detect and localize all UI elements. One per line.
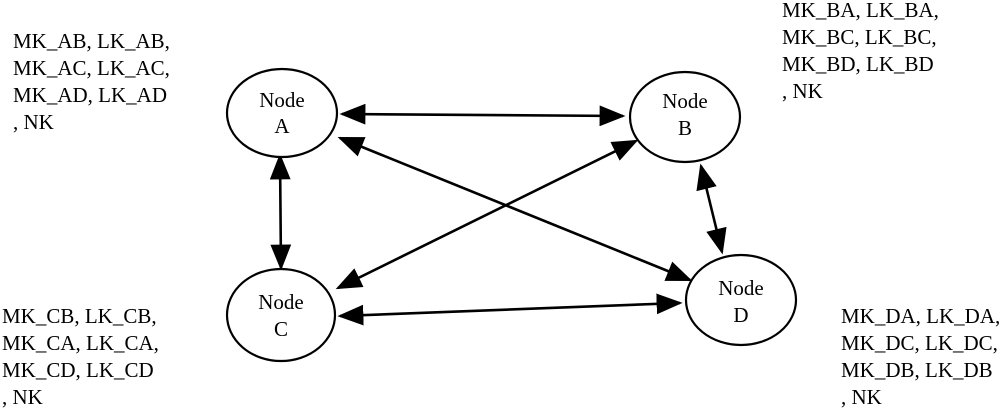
node-b-shape	[628, 70, 742, 164]
key-list-b-line: MK_BD, LK_BD	[782, 52, 934, 76]
node-d-label-line1: Node	[718, 276, 764, 300]
edge-c-d	[337, 293, 683, 326]
key-list-b-line: MK_BA, LK_BA,	[782, 0, 939, 22]
key-list-a-line: , NK	[13, 110, 54, 134]
node-d-label-line2: D	[733, 303, 748, 327]
key-list-b-line: MK_BC, LK_BC,	[782, 25, 937, 49]
node-a-label-line2: A	[274, 114, 290, 138]
node-a-shape	[225, 67, 339, 159]
node-b-label-line2: B	[678, 116, 692, 140]
key-list-d-line: , NK	[841, 385, 882, 409]
key-list-c-line: , NK	[2, 385, 43, 409]
key-list-c-line: MK_CA, LK_CA,	[2, 331, 159, 355]
node-c-label-line1: Node	[258, 290, 304, 314]
node-c-label-line2: C	[274, 317, 288, 341]
key-list-b: MK_BA, LK_BA, MK_BC, LK_BC, MK_BD, LK_BD…	[782, 0, 939, 103]
node-b: Node B	[628, 70, 742, 164]
key-list-c: MK_CB, LK_CB, MK_CA, LK_CA, MK_CD, LK_CD…	[2, 304, 159, 409]
edge-a-c	[269, 153, 292, 271]
edge-b-d	[696, 163, 727, 255]
edge-a-d	[337, 136, 693, 282]
key-list-a-line: MK_AB, LK_AB,	[13, 29, 170, 53]
node-a: Node A	[225, 67, 339, 159]
node-c: Node C	[225, 267, 337, 363]
key-list-d: MK_DA, LK_DA, MK_DC, LK_DC, MK_DB, LK_DB…	[841, 304, 1000, 409]
key-list-d-line: MK_DC, LK_DC,	[841, 331, 998, 355]
edge-a-b	[339, 103, 626, 127]
key-list-d-line: MK_DA, LK_DA,	[841, 304, 1000, 328]
node-d-shape	[684, 253, 798, 347]
edge-b-c	[335, 139, 639, 290]
key-list-a-line: MK_AC, LK_AC,	[13, 56, 170, 80]
node-d: Node D	[684, 253, 798, 347]
key-list-a: MK_AB, LK_AB, MK_AC, LK_AC, MK_AD, LK_AD…	[13, 29, 170, 134]
key-list-b-line: , NK	[782, 79, 823, 103]
key-list-a-line: MK_AD, LK_AD	[13, 83, 167, 107]
key-list-d-line: MK_DB, LK_DB	[841, 358, 993, 382]
key-list-c-line: MK_CB, LK_CB,	[2, 304, 157, 328]
key-list-c-line: MK_CD, LK_CD	[2, 358, 154, 382]
node-a-label-line1: Node	[259, 88, 305, 112]
node-b-label-line1: Node	[662, 89, 708, 113]
node-c-shape	[225, 267, 337, 363]
